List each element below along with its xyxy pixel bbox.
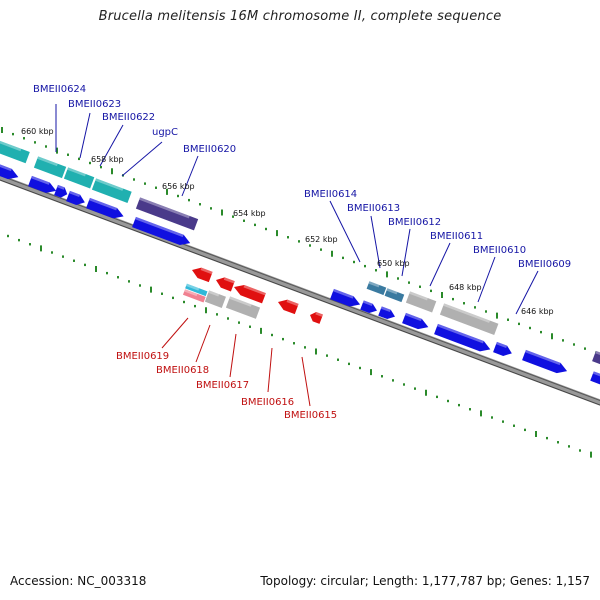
gene-label-forward[interactable]: BMEII0612 [388, 217, 441, 228]
gene-grey[interactable] [405, 291, 437, 313]
leader-line [79, 112, 91, 159]
leader-line [301, 356, 311, 407]
gene-forward[interactable] [66, 190, 87, 208]
gene-label-forward[interactable]: BMEII0609 [518, 259, 571, 270]
gene-features [0, 139, 600, 387]
scale-label: 660 kbp [21, 127, 54, 136]
leader-line [429, 242, 451, 287]
gene-forward[interactable] [54, 184, 69, 200]
gene-forward[interactable] [378, 306, 396, 321]
gene-cyan[interactable] [0, 139, 30, 164]
gene-reverse[interactable] [276, 297, 299, 315]
gene-forward[interactable] [330, 288, 362, 310]
gene-forward[interactable] [0, 162, 20, 182]
gene-purple[interactable] [135, 197, 199, 231]
gene-label-forward[interactable]: BMEII0623 [68, 99, 121, 110]
gene-label-forward[interactable]: ugpC [152, 127, 178, 138]
accession-text: Accession: NC_003318 [10, 574, 147, 588]
scale-labels: 660 kbp 658 kbp 656 kbp 654 kbp 652 kbp 650 k… [21, 127, 554, 316]
gene-forward[interactable] [493, 341, 514, 359]
gene-label-forward[interactable]: BMEII0620 [183, 144, 236, 155]
scale-label: 650 kbp [377, 259, 410, 268]
leader-line [329, 200, 361, 263]
gene-purple[interactable] [592, 350, 600, 367]
gene-cyan[interactable] [91, 178, 132, 203]
gene-label-forward[interactable]: BMEII0610 [473, 245, 526, 256]
gene-cyan[interactable] [33, 156, 67, 179]
leader-line [121, 141, 163, 177]
gene-cyan[interactable] [63, 167, 95, 189]
gene-forward[interactable] [360, 300, 378, 315]
gene-label-forward[interactable]: BMEII0622 [102, 112, 155, 123]
gene-reverse[interactable] [190, 265, 213, 283]
scale-label: 654 kbp [233, 209, 266, 218]
gene-reverse[interactable] [308, 310, 323, 324]
gene-label-reverse[interactable]: BMEII0618 [156, 365, 209, 376]
leader-line [195, 324, 211, 363]
scale-label: 646 kbp [521, 307, 554, 316]
tick-marks [1, 127, 597, 458]
leader-line [477, 256, 496, 303]
gene-label-reverse[interactable]: BMEII0615 [284, 410, 337, 421]
gene-teal[interactable] [366, 281, 387, 296]
scale-label: 648 kbp [449, 283, 482, 292]
leader-line [181, 155, 199, 197]
gene-label-forward[interactable]: BMEII0613 [347, 203, 400, 214]
gene-label-reverse[interactable]: BMEII0616 [241, 397, 294, 408]
topology-text: Topology: circular; Length: 1,177,787 bp… [260, 574, 590, 588]
gene-label-reverse[interactable]: BMEII0619 [116, 351, 169, 362]
scale-label: 652 kbp [305, 235, 338, 244]
gene-teal[interactable] [384, 288, 405, 303]
gene-grey[interactable] [225, 296, 261, 319]
gene-label-reverse[interactable]: BMEII0617 [196, 380, 249, 391]
label-leader-lines [55, 104, 539, 407]
page-title: Brucella melitensis 16M chromosome II, c… [98, 9, 502, 24]
leader-line [267, 347, 273, 393]
gene-forward[interactable] [434, 323, 492, 355]
gene-grey[interactable] [204, 290, 226, 308]
gene-forward[interactable] [132, 216, 192, 248]
leader-line [515, 270, 539, 315]
gene-forward[interactable] [402, 312, 430, 332]
scale-label: 656 kbp [162, 182, 195, 191]
leader-line [229, 333, 237, 378]
gene-forward[interactable] [522, 349, 569, 376]
gene-reverse[interactable] [214, 275, 235, 292]
leader-line [370, 215, 381, 269]
leader-line [161, 317, 189, 349]
gene-pink[interactable] [182, 289, 206, 303]
scale-label: 658 kbp [91, 155, 124, 164]
gene-grey[interactable] [439, 303, 499, 335]
leader-line [99, 124, 124, 167]
gene-reverse[interactable] [232, 282, 266, 304]
gene-label-forward[interactable]: BMEII0624 [33, 84, 86, 95]
gene-forward[interactable] [590, 371, 600, 387]
gene-forward[interactable] [28, 175, 58, 196]
gene-label-forward[interactable]: BMEII0611 [430, 231, 483, 242]
leader-line [401, 228, 411, 277]
gene-label-forward[interactable]: BMEII0614 [304, 189, 357, 200]
gene-forward[interactable] [86, 197, 125, 222]
gene-cyan[interactable] [185, 283, 208, 297]
